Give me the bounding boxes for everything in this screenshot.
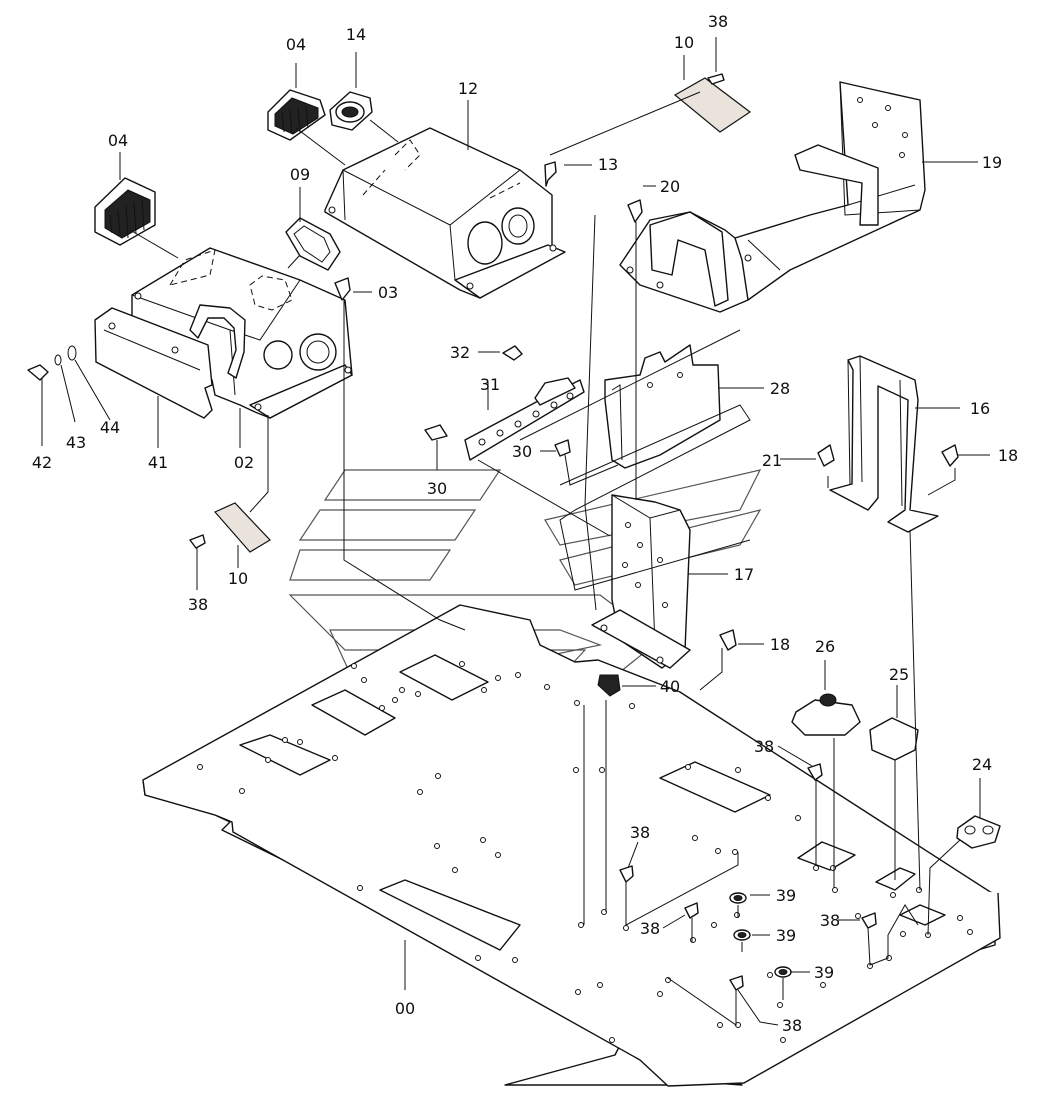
base-plate-00 [142,604,1001,1087]
callout-25: 25 [889,665,909,684]
callout-17: 17 [734,565,754,584]
callout-30: 30 [512,442,532,461]
callout-21: 21 [762,451,782,470]
callout-04: 04 [286,35,306,54]
plate-28 [604,344,721,469]
cushion-24 [956,815,1001,849]
cover-plate-41 [94,307,213,419]
callout-44: 44 [100,418,120,437]
stand-16 [829,355,939,533]
heater-unit-02 [131,247,353,419]
callout-38: 38 [640,919,660,938]
callout-13: 13 [598,155,618,174]
callout-38: 38 [708,12,728,31]
gasket-09 [285,217,341,271]
callout-19: 19 [982,153,1002,172]
bolts [27,73,959,991]
callout-38: 38 [630,823,650,842]
callout-30: 30 [427,479,447,498]
bracket-19 [619,81,926,313]
callout-02: 02 [234,453,254,472]
callout-39: 39 [776,926,796,945]
pad-10-bottom [214,502,271,553]
callout-32: 32 [450,343,470,362]
callout-09: 09 [290,165,310,184]
callout-39: 39 [776,886,796,905]
callout-39: 39 [814,963,834,982]
callout-41: 41 [148,453,168,472]
grommet-39c [774,966,792,978]
callout-38: 38 [754,737,774,756]
vent-14 [329,91,373,131]
mounting-holes [197,661,973,1043]
cushion-26 [791,693,861,736]
bracket-17 [591,494,691,669]
callout-10: 10 [674,33,694,52]
callout-10: 10 [228,569,248,588]
callout-43: 43 [66,433,86,452]
callout-03: 03 [378,283,398,302]
callout-labels: 04 14 12 10 38 04 09 13 19 20 03 32 31 2… [32,12,1018,1035]
heater-unit-12 [324,127,566,299]
callout-14: 14 [346,25,366,44]
callout-42: 42 [32,453,52,472]
callout-26: 26 [815,637,835,656]
spacer-40 [597,674,621,697]
callout-31: 31 [480,375,500,394]
callout-38: 38 [782,1016,802,1035]
pad-10-top [673,77,752,133]
callout-00: 00 [395,999,415,1018]
leader-lines [41,37,990,1026]
callout-28: 28 [770,379,790,398]
callout-38: 38 [188,595,208,614]
callout-20: 20 [660,177,680,196]
callout-12: 12 [458,79,478,98]
grille-04-top [267,89,326,141]
bracket-31 [464,377,585,461]
callout-18: 18 [770,635,790,654]
callout-40: 40 [660,677,680,696]
callout-24: 24 [972,755,992,774]
grille-04-left [94,177,156,246]
grommet-39a [729,892,747,904]
grommet-39b [733,929,751,941]
cushion-25 [869,717,919,761]
callout-04: 04 [108,131,128,150]
callout-38: 38 [820,911,840,930]
callout-18: 18 [998,446,1018,465]
callout-16: 16 [970,399,990,418]
